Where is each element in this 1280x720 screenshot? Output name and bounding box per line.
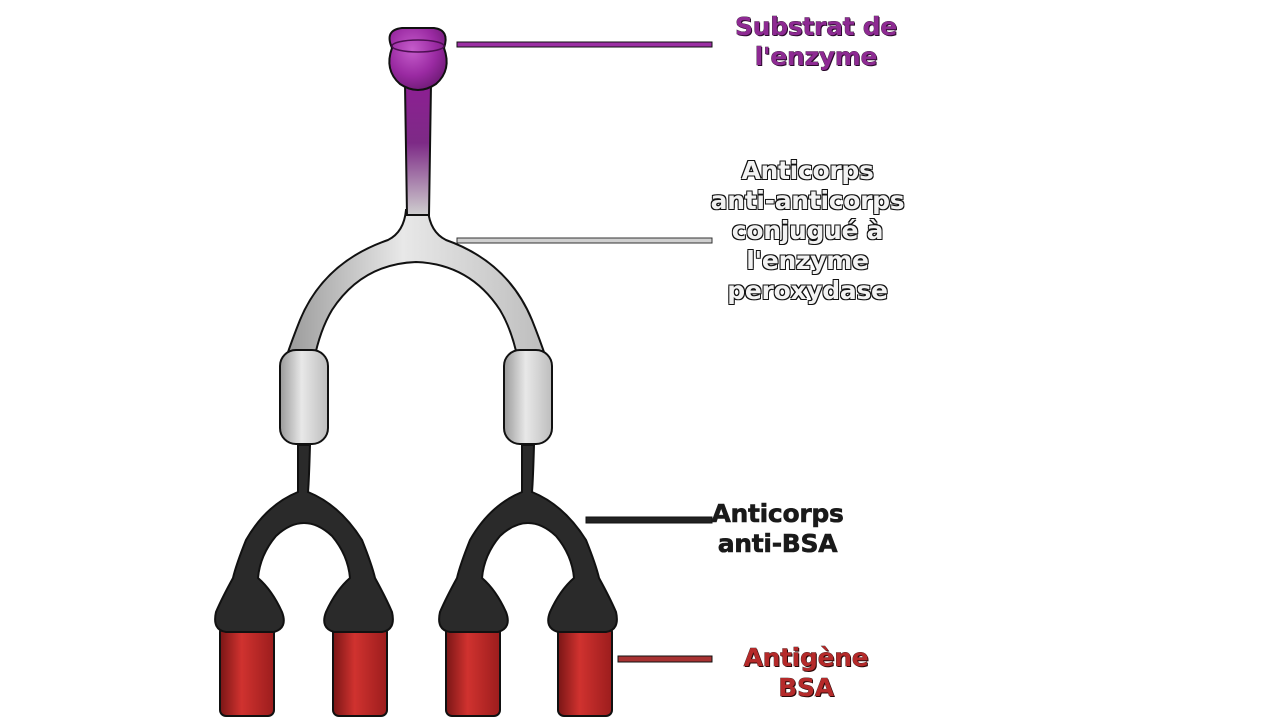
antigen-group — [219, 625, 613, 717]
substrate-ball — [388, 27, 448, 91]
secondary-antibody-leader-line — [456, 237, 713, 244]
secondary-antibody-fab-left — [279, 349, 329, 445]
substrate-label: Substrat de l'enzyme — [716, 12, 916, 72]
substrate-label-line: l'enzyme — [754, 42, 878, 72]
primary-antibody-label-line: anti-BSA — [717, 529, 838, 559]
primary-antibody-leader-line — [585, 516, 713, 524]
secondary-antibody-fab-right — [503, 349, 553, 445]
secondary-antibody-label-line: peroxydase — [727, 276, 888, 306]
primary-antibody-left — [214, 444, 394, 633]
antigen-cylinder — [557, 625, 613, 717]
primary-antibody-label: Anticorps anti-BSA — [700, 499, 855, 559]
secondary-antibody-label-line: l'enzyme — [746, 246, 869, 276]
antigen-leader-line — [617, 655, 713, 663]
antigen-label: Antigène BSA — [716, 643, 896, 703]
secondary-antibody-arch — [284, 209, 548, 362]
antigen-cylinder — [445, 625, 501, 717]
conjugate-stem — [403, 83, 433, 216]
antigen-cylinder — [332, 625, 388, 717]
secondary-antibody-label-line: anti-anticorps — [710, 186, 905, 216]
substrate-leader-line — [456, 41, 713, 48]
secondary-antibody-label-line: conjugué à — [731, 216, 884, 246]
secondary-antibody-label-line: Anticorps — [741, 156, 874, 186]
substrate-label-line: Substrat de — [735, 12, 898, 42]
primary-antibody-label-line: Anticorps — [711, 499, 844, 529]
enzyme-substrate — [388, 27, 448, 91]
secondary-antibody — [279, 83, 553, 445]
antigen-cylinder — [219, 625, 275, 717]
primary-antibody-right — [438, 444, 618, 633]
antigen-label-line: Antigène BSA — [743, 643, 869, 703]
secondary-antibody-label: Anticorps anti-anticorps conjugué à l'en… — [700, 156, 915, 306]
